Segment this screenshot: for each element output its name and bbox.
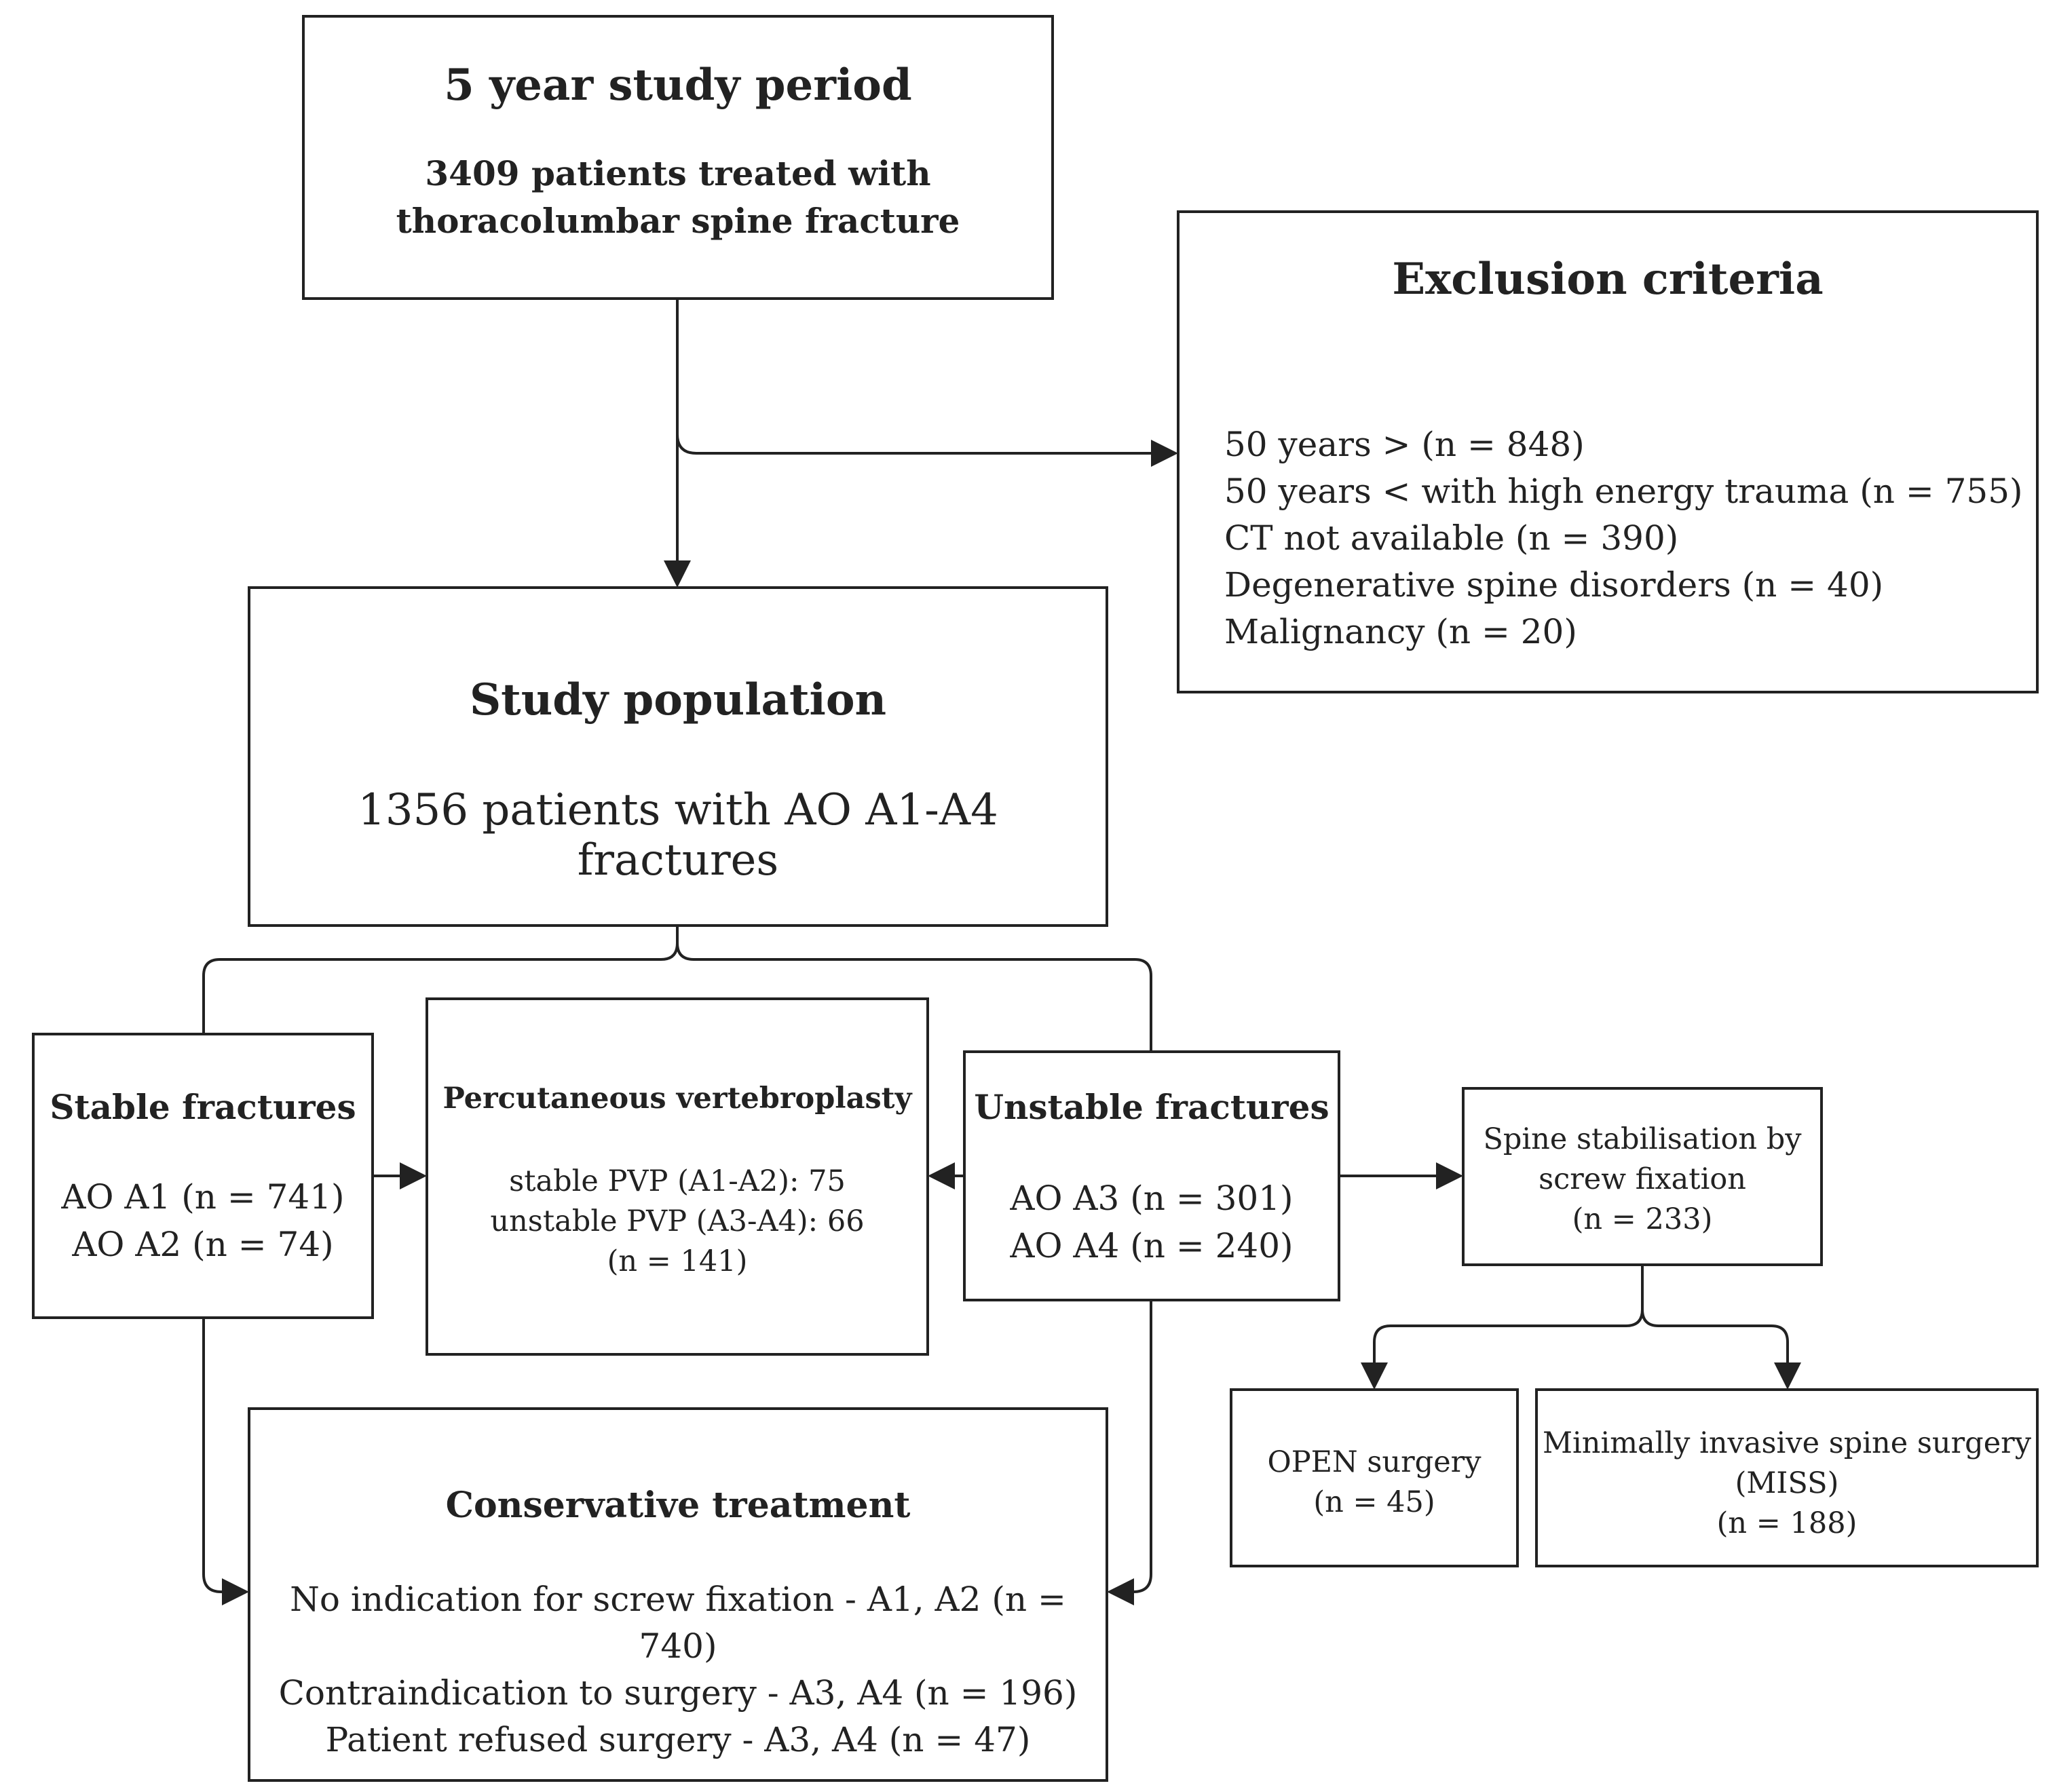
open-surgery-item: OPEN surgery: [1267, 1445, 1482, 1479]
conservative-item: No indication for screw fixation - A1, A…: [290, 1580, 1066, 1666]
pvp-item: (n = 141): [607, 1244, 748, 1278]
study-period-line: thoracolumbar spine fracture: [396, 201, 960, 241]
stable-item: AO A1 (n = 741): [61, 1177, 345, 1217]
study-period-line: 3409 patients treated with: [425, 153, 931, 193]
pvp-item: unstable PVP (A3-A4): 66: [490, 1204, 865, 1238]
screw-fixation-box: Spine stabilisation by screw fixation (n…: [1462, 1087, 1823, 1266]
edge-unstable-to-conservative: [1107, 1301, 1152, 1605]
exclusion-item: CT not available (n = 390): [1224, 518, 1679, 558]
unstable-fractures-box: Unstable fractures AO A3 (n = 301) AO A4…: [963, 1050, 1340, 1301]
fixation-item: screw fixation: [1539, 1162, 1746, 1196]
open-surgery-item: (n = 45): [1313, 1485, 1435, 1519]
study-population-box: Study population 1356 patients with AO A…: [248, 586, 1108, 927]
unstable-item: AO A4 (n = 240): [1010, 1226, 1294, 1265]
conservative-item: Patient refused surgery - A3, A4 (n = 47…: [325, 1720, 1031, 1759]
vertebroplasty-box: Percutaneous vertebroplasty stable PVP (…: [426, 997, 929, 1356]
edge-population-fork-left: [202, 927, 679, 1033]
unstable-item: AO A3 (n = 301): [1010, 1179, 1294, 1218]
edge-population-fork-right: [676, 942, 1152, 1050]
miss-box: Minimally invasive spine surgery (MISS) …: [1535, 1388, 2039, 1567]
edge-fixation-to-miss: [1641, 1309, 1801, 1390]
fixation-item: (n = 233): [1572, 1202, 1713, 1236]
exclusion-criteria-box: Exclusion criteria 50 years > (n = 848) …: [1177, 210, 2039, 693]
exclusion-item: Degenerative spine disorders (n = 40): [1224, 565, 1884, 605]
miss-item: (n = 188): [1716, 1506, 1857, 1540]
open-surgery-box: OPEN surgery (n = 45): [1230, 1388, 1519, 1567]
pvp-title: Percutaneous vertebroplasty: [442, 1082, 912, 1116]
conservative-treatment-box: Conservative treatment No indication for…: [248, 1407, 1108, 1782]
pvp-item: stable PVP (A1-A2): 75: [509, 1164, 846, 1198]
edge-fixation-to-open: [1361, 1266, 1644, 1390]
edge-study-to-exclusion: [676, 434, 1178, 467]
population-subtitle: 1356 patients with AO A1-A4 fractures: [358, 785, 998, 885]
exclusion-item: 50 years < with high energy trauma (n = …: [1224, 472, 2023, 511]
population-title: Study population: [469, 674, 887, 725]
fixation-item: Spine stabilisation by: [1483, 1122, 1802, 1156]
stable-item: AO A2 (n = 74): [72, 1225, 334, 1264]
exclusion-item: 50 years > (n = 848): [1224, 425, 1585, 464]
stable-fractures-box: Stable fractures AO A1 (n = 741) AO A2 (…: [32, 1033, 374, 1319]
stable-title: Stable fractures: [50, 1087, 356, 1127]
exclusion-item: Malignancy (n = 20): [1224, 612, 1577, 651]
conservative-item: Contraindication to surgery - A3, A4 (n …: [278, 1673, 1078, 1713]
conservative-title: Conservative treatment: [445, 1485, 911, 1526]
study-period-box: 5 year study period 3409 patients treate…: [302, 15, 1054, 300]
miss-item: Minimally invasive spine surgery: [1543, 1426, 2031, 1460]
miss-item: (MISS): [1735, 1466, 1839, 1500]
edge-stable-to-conservative: [202, 1319, 249, 1605]
study-period-title: 5 year study period: [444, 60, 912, 111]
unstable-title: Unstable fractures: [974, 1087, 1329, 1127]
exclusion-title: Exclusion criteria: [1392, 254, 1824, 305]
